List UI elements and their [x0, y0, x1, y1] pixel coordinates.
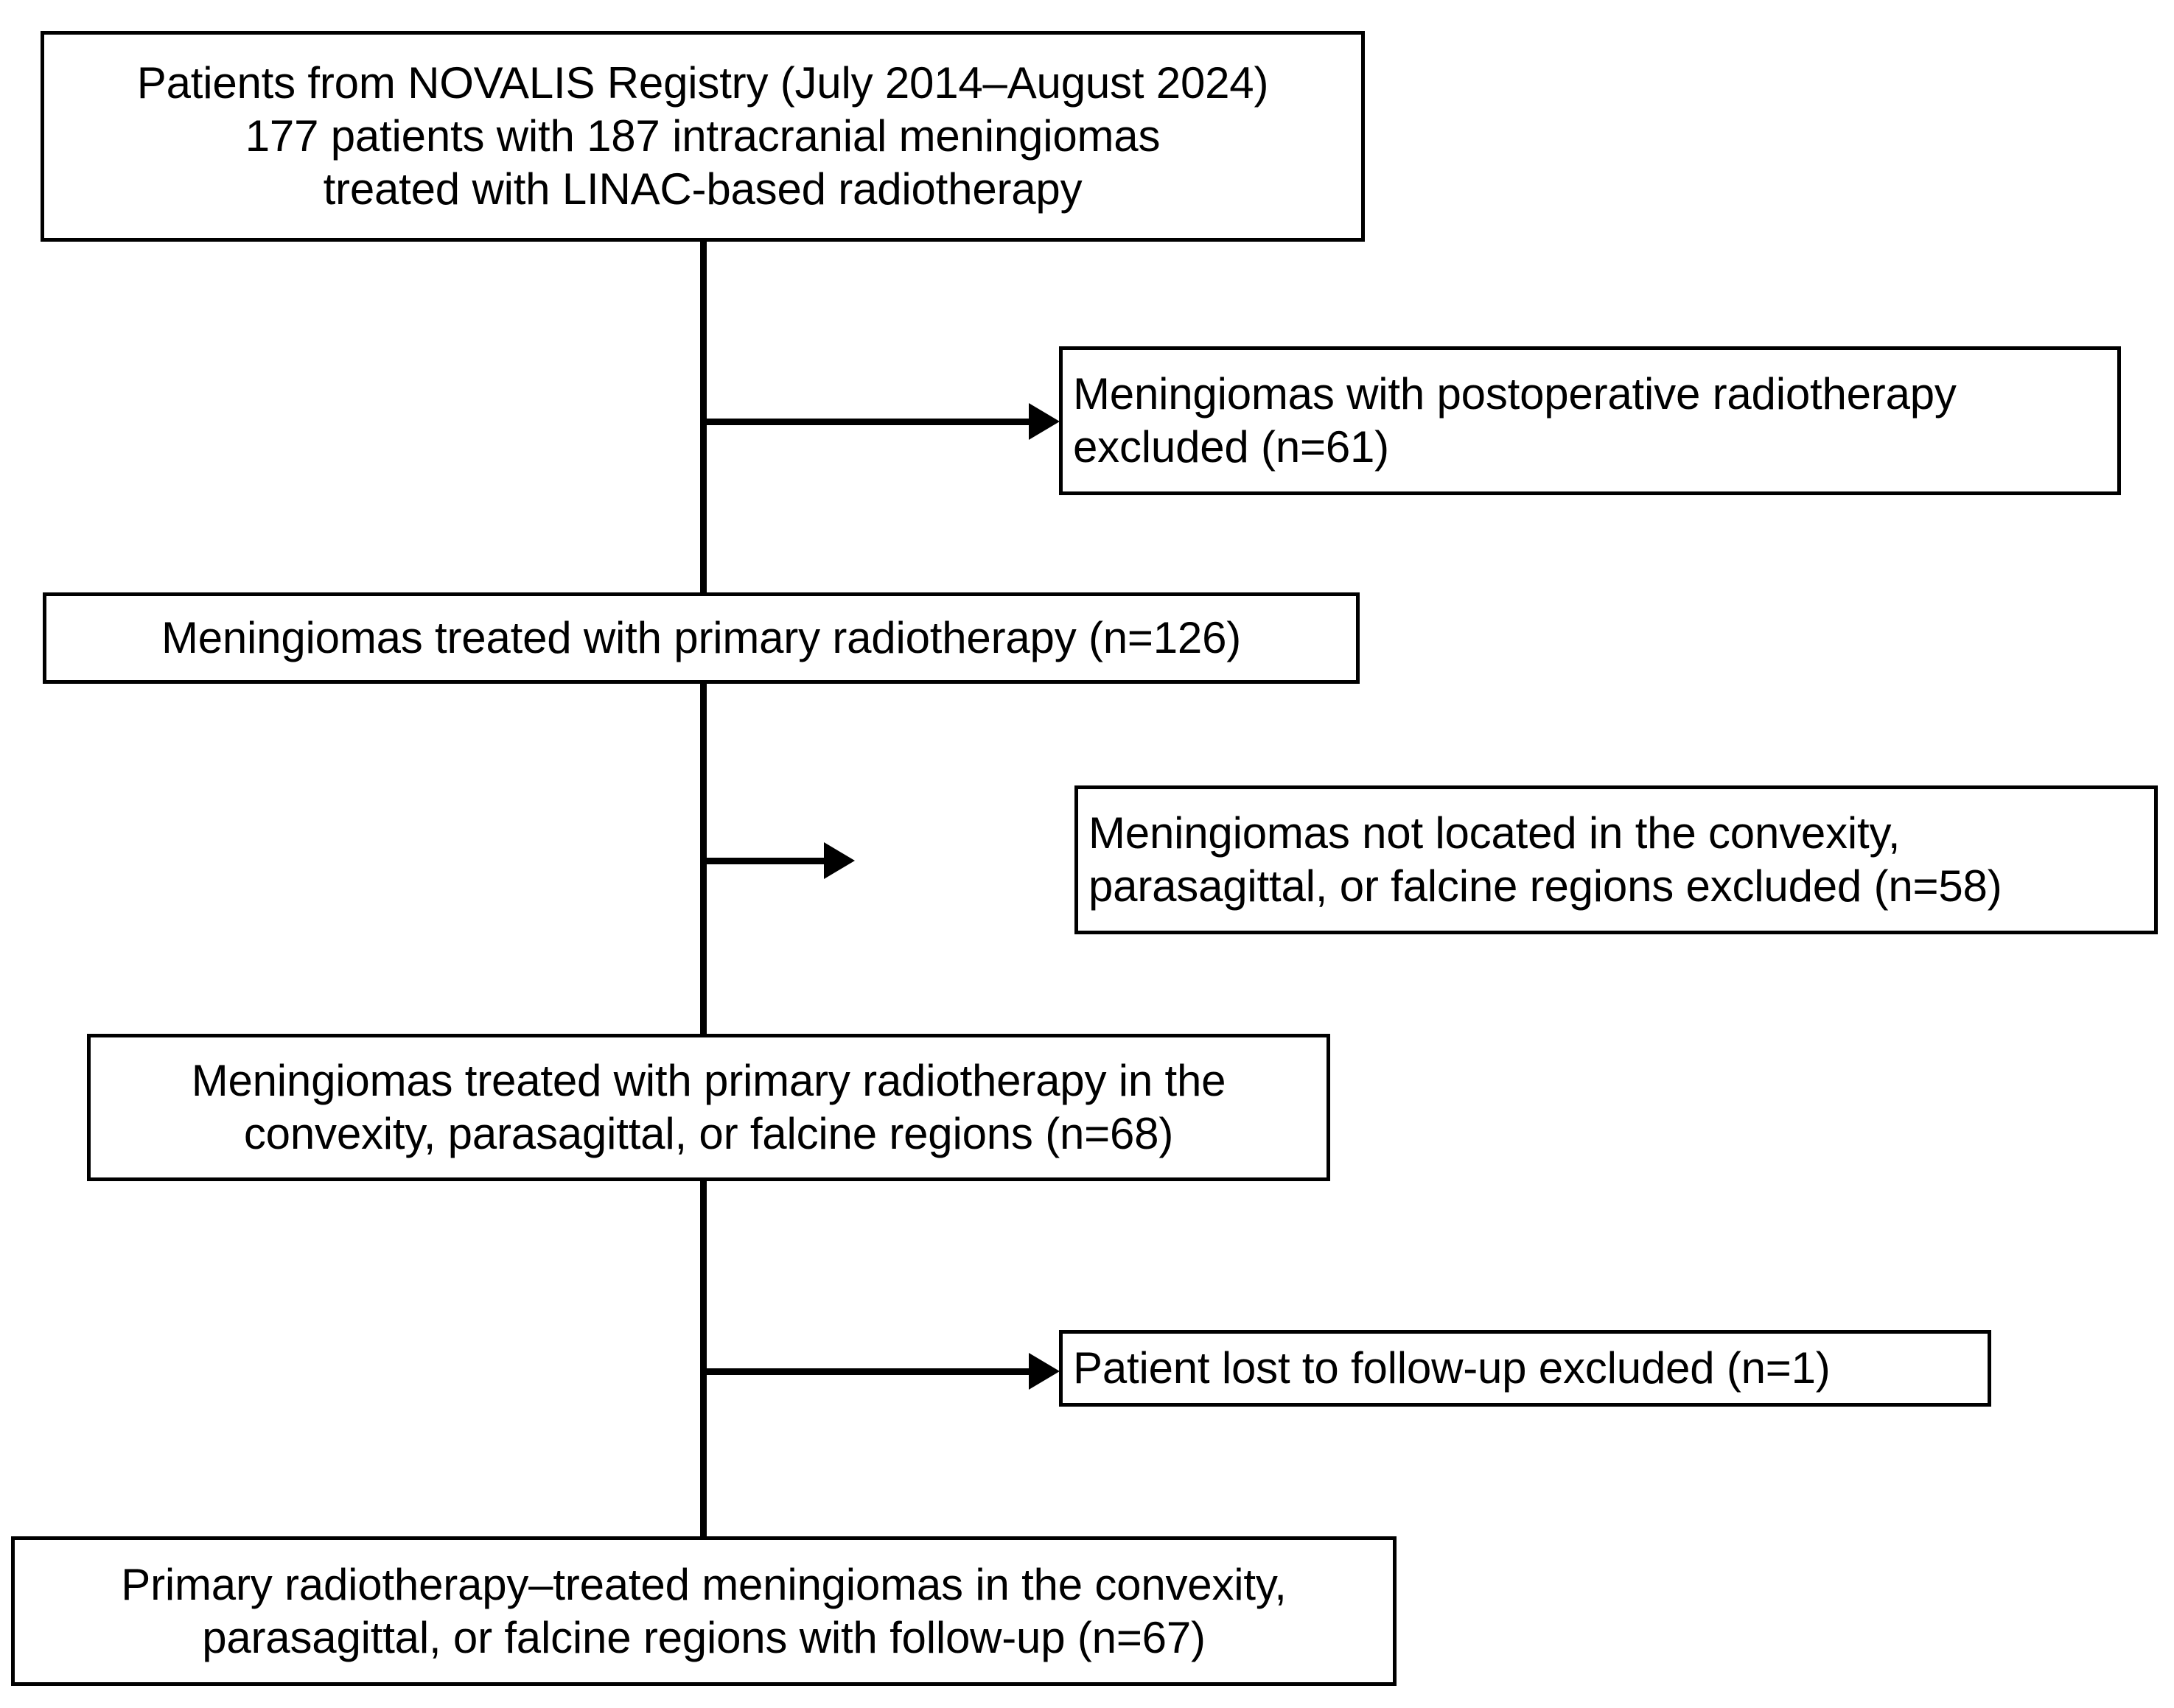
- node-excluded-followup: Patient lost to follow-up excluded (n=1): [1059, 1330, 1991, 1407]
- node-primary-rt-regions-label: Meningiomas treated with primary radioth…: [191, 1056, 1226, 1158]
- node-primary-radiotherapy-label: Meningiomas treated with primary radioth…: [161, 613, 1242, 662]
- node-excluded-followup-label: Patient lost to follow-up excluded (n=1): [1073, 1343, 1831, 1393]
- connector-spine-3: [700, 1178, 707, 1539]
- connector-branch-2: [700, 858, 825, 864]
- node-source-cohort: Patients from NOVALIS Registry (July 201…: [41, 31, 1365, 242]
- node-primary-radiotherapy: Meningiomas treated with primary radioth…: [43, 592, 1360, 684]
- connector-branch-3: [700, 1368, 1030, 1375]
- connector-branch-1: [700, 419, 1030, 425]
- node-primary-rt-regions: Meningiomas treated with primary radioth…: [87, 1034, 1330, 1181]
- node-excluded-postoperative: Meningiomas with postoperative radiother…: [1059, 346, 2121, 495]
- node-excluded-location-label: Meningiomas not located in the convexity…: [1088, 808, 2002, 911]
- node-excluded-postoperative-label: Meningiomas with postoperative radiother…: [1073, 369, 1957, 472]
- arrowhead-branch-2: [824, 842, 855, 879]
- arrowhead-branch-3: [1029, 1353, 1060, 1390]
- node-final-cohort: Primary radiotherapy–treated meningiomas…: [11, 1536, 1397, 1686]
- connector-spine-1: [700, 242, 707, 594]
- arrowhead-branch-1: [1029, 403, 1060, 440]
- node-source-cohort-label: Patients from NOVALIS Registry (July 201…: [136, 58, 1269, 214]
- node-final-cohort-label: Primary radiotherapy–treated meningiomas…: [121, 1559, 1287, 1662]
- node-excluded-location: Meningiomas not located in the convexity…: [1074, 785, 2158, 934]
